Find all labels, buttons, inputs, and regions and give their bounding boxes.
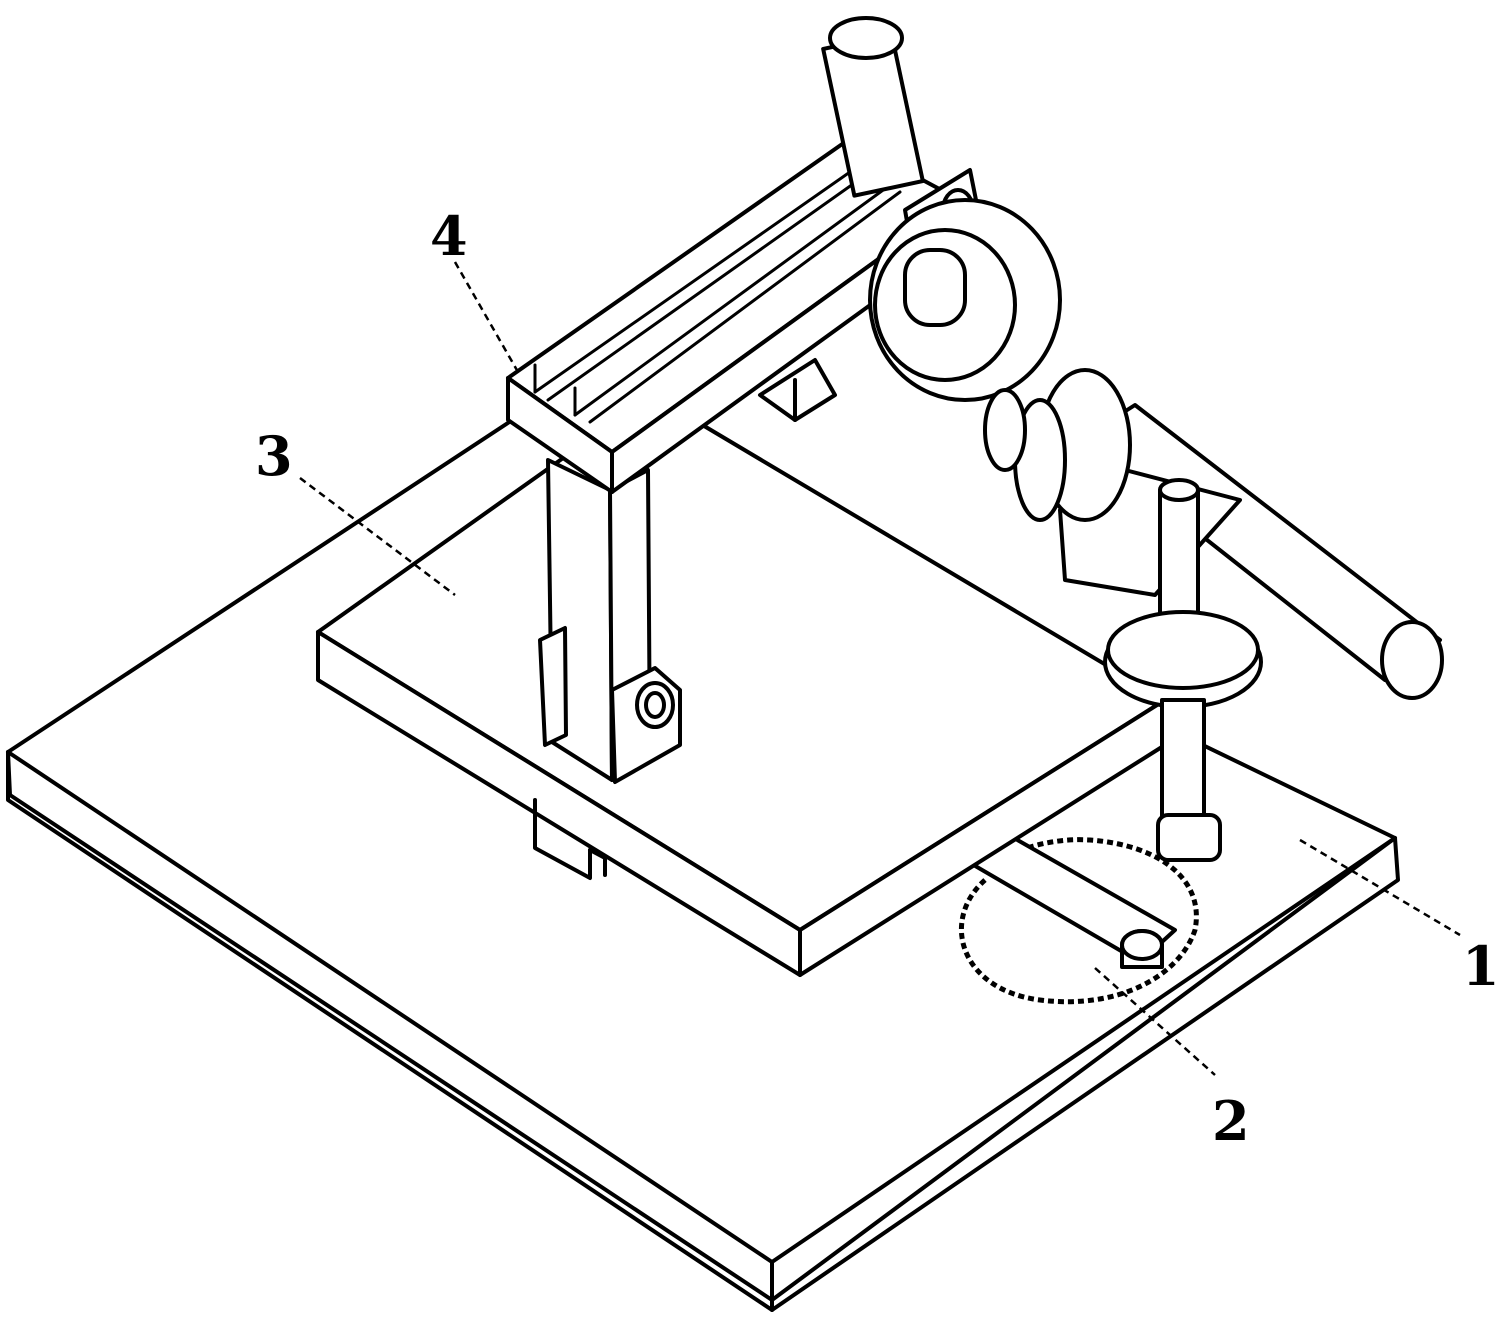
label-2: 2 bbox=[1212, 1089, 1250, 1153]
label-1: 1 bbox=[1462, 934, 1500, 998]
vertical-shaft bbox=[1103, 478, 1263, 862]
rotary-drive bbox=[958, 820, 1199, 1005]
label-3: 3 bbox=[255, 424, 293, 488]
upper-joint bbox=[821, 16, 1062, 402]
leader-3 bbox=[299, 477, 456, 596]
leader-4 bbox=[453, 261, 520, 373]
label-4: 4 bbox=[430, 204, 468, 268]
leader-2 bbox=[1094, 967, 1216, 1076]
